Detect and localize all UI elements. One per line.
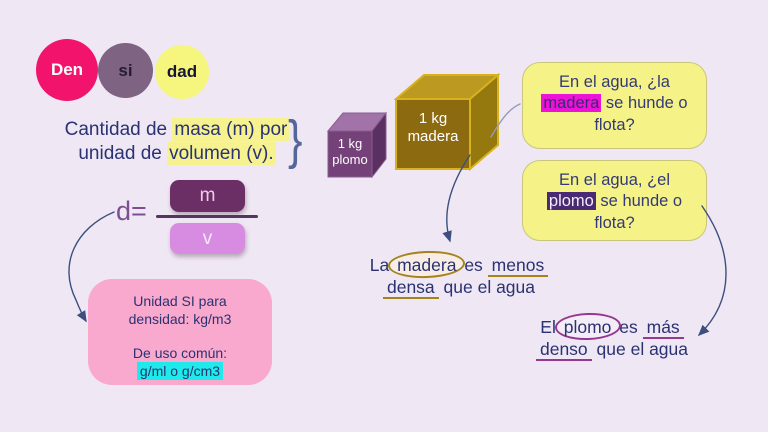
question-plomo-line3: flota? — [594, 213, 635, 232]
question-box-madera: En el agua, ¿la madera se hunde o flota? — [522, 62, 707, 149]
conclusion-plomo-underline1: más — [642, 317, 684, 339]
question-plomo-highlight: plomo — [546, 192, 596, 211]
formula-lhs: d= — [116, 196, 147, 226]
title-circle-den: Den — [36, 39, 98, 101]
definition-part2: unidad de — [78, 142, 168, 164]
formula-denominator-box: v — [170, 223, 245, 254]
conclusion-plomo-circled-word: plomo — [561, 316, 615, 338]
formula-denominator: v — [202, 227, 213, 249]
question-plomo-line1: En el agua, ¿el — [559, 171, 670, 189]
question-plomo-line2: se hunde o — [595, 192, 683, 211]
plomo-cube: 1 kg plomo — [326, 110, 388, 179]
si-unit-line1: Unidad SI para — [133, 293, 227, 309]
conclusion-madera-post: que el agua — [438, 277, 536, 298]
title-circle-si-label: si — [118, 60, 133, 80]
question-madera-line3: flota? — [594, 115, 635, 134]
madera-cube-mass: 1 kg — [418, 110, 448, 127]
conclusion-madera-underline1: menos — [487, 255, 549, 277]
plomo-cube-material: plomo — [332, 151, 368, 167]
madera-cube-graphic — [393, 72, 501, 172]
formula-numerator: m — [199, 185, 216, 206]
fraction-line — [156, 215, 258, 218]
plomo-cube-graphic — [326, 111, 388, 179]
si-unit-line3: De uso común: — [132, 344, 228, 361]
conclusion-madera-mid: es — [459, 255, 488, 275]
conclusion-madera-underline2: densa — [382, 277, 439, 300]
formula-numerator-box: m — [170, 180, 245, 212]
si-unit-box: Unidad SI para densidad: kg/m3 De uso co… — [88, 279, 272, 385]
conclusion-plomo-mid: es — [614, 317, 643, 337]
question-madera-line1: En el agua, ¿la — [559, 73, 670, 91]
conclusion-madera-circled-word: madera — [394, 254, 459, 276]
conclusion-plomo-underline2: denso — [535, 339, 592, 362]
title-circle-dad-label: dad — [166, 62, 198, 81]
conclusion-madera: La madera es menos densa que el agua — [348, 254, 570, 300]
madera-cube-label: 1 kg madera — [394, 110, 472, 146]
conclusion-plomo-pre: El — [540, 317, 561, 337]
title-circle-den-label: Den — [50, 60, 84, 79]
definition-brace: } — [288, 110, 303, 170]
plomo-cube-label: 1 kg plomo — [327, 136, 373, 167]
plomo-cube-mass: 1 kg — [337, 136, 363, 151]
definition-part1: Cantidad de — [64, 119, 173, 140]
definition-text: Cantidad de masa (m) por unidad de volum… — [50, 118, 304, 165]
title-circle-si: si — [98, 43, 153, 98]
title-circle-dad: dad — [155, 45, 209, 99]
question-madera-highlight: madera — [541, 94, 602, 113]
si-unit-common-highlight: g/ml o g/cm3 — [136, 362, 224, 381]
question-box-plomo: En el agua, ¿el plomo se hunde o flota? — [522, 160, 707, 241]
definition-highlight-volumen: volumen (v). — [167, 141, 276, 165]
conclusion-plomo: El plomo es más denso que el agua — [516, 316, 708, 362]
si-unit-line2: densidad: kg/m3 — [128, 311, 232, 328]
madera-cube-material: madera — [407, 128, 459, 145]
question-madera-line2: se hunde o — [601, 94, 688, 113]
conclusion-plomo-post: que el agua — [591, 339, 689, 360]
madera-cube: 1 kg madera — [393, 72, 501, 172]
conclusion-madera-pre: La — [369, 255, 395, 275]
si-unit-spacer — [88, 329, 272, 344]
definition-highlight-masa: masa (m) por — [172, 118, 290, 141]
